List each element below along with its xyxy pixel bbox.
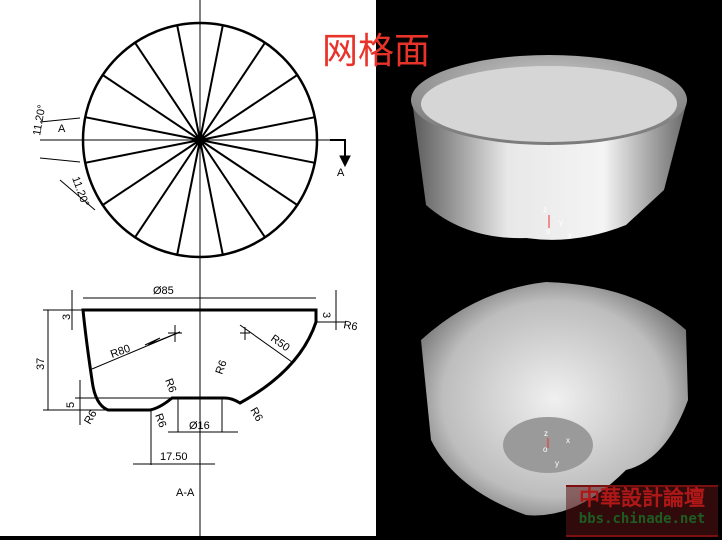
spoke-line xyxy=(199,139,224,255)
section-view xyxy=(43,290,345,465)
section-label: A-A xyxy=(176,487,195,499)
spoke-line xyxy=(199,139,315,164)
spoke-line xyxy=(134,42,201,141)
watermark-url: bbs.chinade.net xyxy=(578,511,706,527)
technical-drawing: 11.20° 11.20° A A Ø85 3 3 37 5 R80 R50 R… xyxy=(0,0,376,540)
axis-x: x xyxy=(566,436,570,445)
dim-rim-left: 3 xyxy=(61,314,73,320)
render-bottom-bowl: z x o y xyxy=(421,282,688,516)
dim-height: 37 xyxy=(35,358,47,370)
spoke-line xyxy=(199,42,266,141)
section-marker-left: A xyxy=(58,123,66,135)
radius-r6-rim: R6 xyxy=(342,319,358,333)
spoke-line xyxy=(199,74,298,141)
top-view xyxy=(39,0,351,540)
radius-r6-inner-right: R6 xyxy=(214,359,230,376)
radius-r6-foot-left: R6 xyxy=(82,408,99,426)
spoke-line xyxy=(85,116,201,141)
radius-r50: R50 xyxy=(268,333,291,354)
spoke-line xyxy=(199,139,298,206)
spoke-line xyxy=(199,25,224,141)
dim-foot: 5 xyxy=(65,402,77,408)
radius-r6-inner-left: R6 xyxy=(162,377,178,394)
axis-o: o xyxy=(546,227,551,236)
spoke-line xyxy=(199,139,266,238)
angle-label-top: 11.20° xyxy=(31,104,48,137)
axis-y: y xyxy=(555,459,559,468)
spoke-line xyxy=(176,139,201,255)
axis-x: x xyxy=(568,231,572,240)
spoke-line xyxy=(85,139,201,164)
axis-z: z xyxy=(544,429,548,438)
watermark: 中華設計論壇 bbs.chinade.net xyxy=(566,485,718,537)
dim-rim-right: 3 xyxy=(320,312,332,318)
spoke-line xyxy=(176,25,201,141)
angle-label-bottom: 11.20° xyxy=(69,175,91,208)
render-panel: z y x o z x o y xyxy=(376,0,722,540)
radius-r6-foot-mid: R6 xyxy=(152,412,168,429)
drawing-panel: 11.20° 11.20° A A Ø85 3 3 37 5 R80 R50 R… xyxy=(0,0,376,540)
dim-diameter-top: Ø85 xyxy=(153,285,174,297)
watermark-name: 中華設計論壇 xyxy=(579,487,705,510)
section-marker-right: A xyxy=(337,167,345,179)
radius-r80: R80 xyxy=(109,343,132,361)
axis-z: z xyxy=(543,205,547,214)
dim-offset: 17.50 xyxy=(160,451,188,463)
spoke-line xyxy=(102,74,201,141)
radius-r6-foot-right: R6 xyxy=(247,406,264,424)
slide-title: 网格面 xyxy=(322,31,431,72)
axis-o: o xyxy=(543,445,548,454)
spoke-line xyxy=(102,139,201,206)
render-top-bowl: z y x o xyxy=(411,55,687,240)
spoke-line xyxy=(134,139,201,238)
spoke-line xyxy=(199,116,315,141)
axis-y: y xyxy=(559,218,563,227)
dim-diameter-bottom: Ø16 xyxy=(189,420,210,432)
mesh-renders: z y x o z x o y xyxy=(411,55,688,516)
